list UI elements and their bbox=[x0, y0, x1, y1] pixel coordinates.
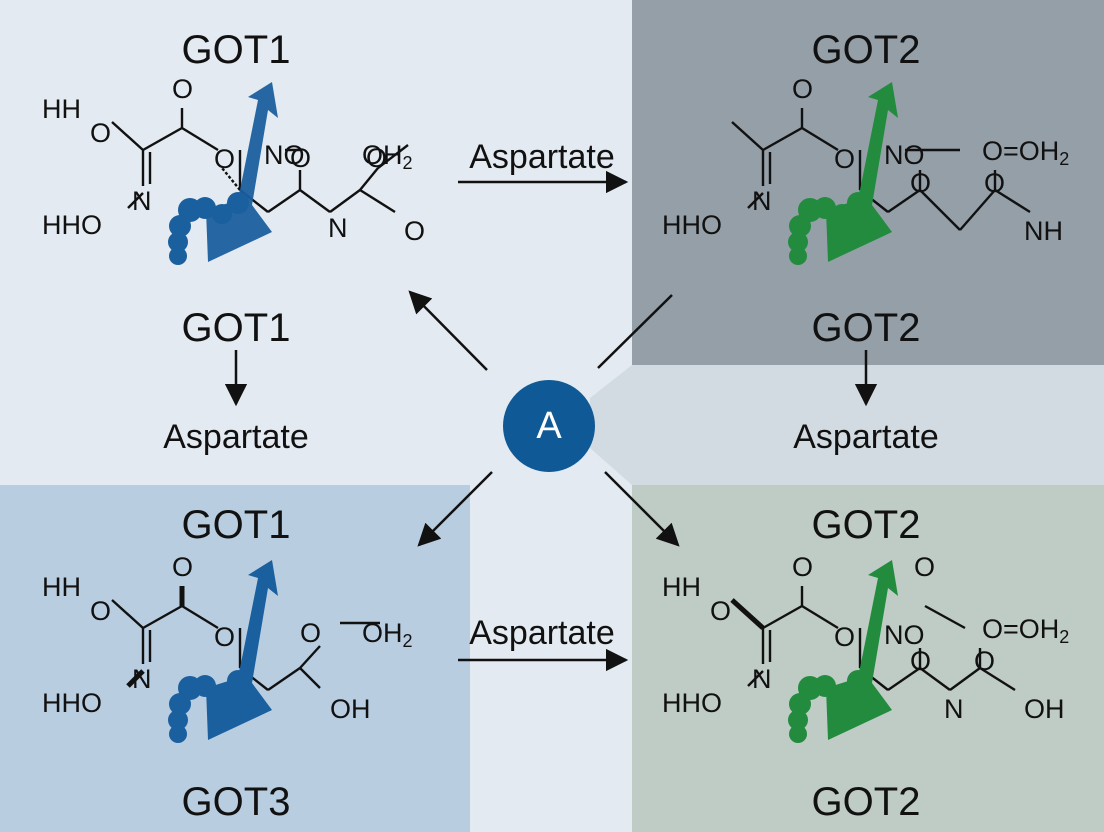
title-bottom-right: GOT2 bbox=[811, 503, 921, 547]
label-top-right: GOT2 bbox=[811, 306, 921, 350]
atom-hh: HH bbox=[42, 94, 81, 124]
atom-n: N bbox=[132, 664, 152, 694]
atom-oh: OH bbox=[1024, 694, 1065, 724]
atom-o: O bbox=[984, 168, 1006, 198]
atom-o: O bbox=[910, 168, 932, 198]
atom-hho: HHO bbox=[662, 688, 722, 718]
molecule-got2-bottom bbox=[730, 586, 1016, 692]
atom-n: N bbox=[328, 213, 348, 243]
molecule-got2-top bbox=[731, 108, 1031, 231]
atom-o-oh2: O=OH2 bbox=[982, 136, 1070, 169]
atom-o: O bbox=[90, 596, 112, 626]
atom-hho: HHO bbox=[662, 210, 722, 240]
line-center-to-top-right bbox=[597, 294, 673, 369]
panel-got1-bottom-bg bbox=[0, 485, 470, 832]
title-top-left: GOT1 bbox=[181, 28, 291, 72]
atom-o: O bbox=[974, 646, 996, 676]
atom-o: O bbox=[792, 74, 814, 104]
atom-o: O bbox=[290, 143, 312, 173]
atom-n: N bbox=[132, 186, 152, 216]
atom-no: NO bbox=[884, 620, 925, 650]
atom-hh: HH bbox=[662, 572, 701, 602]
atom-no: NO bbox=[884, 140, 925, 170]
atom-hh: HH bbox=[42, 572, 81, 602]
atom-o: O bbox=[910, 646, 932, 676]
green-helix-icon bbox=[788, 82, 898, 265]
atom-oh: OH bbox=[330, 694, 371, 724]
title-top-right: GOT2 bbox=[811, 28, 921, 72]
label-top-left: GOT1 bbox=[181, 306, 291, 350]
atom-oh2: OH2 bbox=[362, 140, 413, 173]
atom-o: O bbox=[214, 622, 236, 652]
molecule-got1-top bbox=[111, 108, 409, 214]
atom-hho: HHO bbox=[42, 210, 102, 240]
footer-bottom-right: GOT2 bbox=[811, 780, 921, 824]
atom-o: O bbox=[404, 216, 426, 246]
atom-n: N bbox=[752, 186, 772, 216]
atom-n: N bbox=[752, 664, 772, 694]
atom-o: O bbox=[366, 143, 388, 173]
blue-helix-icon bbox=[168, 560, 278, 743]
atom-hho: HHO bbox=[42, 688, 102, 718]
arrow-center-to-bottom-right bbox=[604, 471, 680, 547]
atom-o: O bbox=[834, 144, 856, 174]
product-top-left: Aspartate bbox=[163, 418, 309, 456]
atom-o: O bbox=[300, 618, 322, 648]
atom-n: N bbox=[944, 694, 964, 724]
atom-o: O bbox=[914, 552, 936, 582]
reaction-label-top: Aspartate bbox=[469, 138, 615, 176]
footer-bottom-left: GOT3 bbox=[181, 780, 291, 824]
arrow-center-to-top-left bbox=[408, 290, 488, 371]
atom-o: O bbox=[90, 118, 112, 148]
atom-o: O bbox=[792, 552, 814, 582]
center-wedge bbox=[590, 365, 1104, 485]
molecule-got1-bottom bbox=[111, 586, 380, 691]
atom-o: O bbox=[172, 552, 194, 582]
atom-nh: NH bbox=[1024, 216, 1063, 246]
product-top-right: Aspartate bbox=[793, 418, 939, 456]
title-bottom-left: GOT1 bbox=[181, 503, 291, 547]
circle-node-icon: A bbox=[503, 380, 595, 472]
atom-no: NO bbox=[264, 140, 305, 170]
atom-oh2: OH2 bbox=[362, 618, 413, 651]
center-label: A bbox=[536, 404, 562, 447]
atom-o: O bbox=[834, 622, 856, 652]
atom-o: O bbox=[214, 144, 236, 174]
green-helix-icon bbox=[788, 560, 898, 743]
atom-o-oh2: O=OH2 bbox=[982, 614, 1070, 647]
atom-o: O bbox=[172, 74, 194, 104]
arrow-center-to-bottom-left bbox=[417, 471, 493, 547]
atom-o: O bbox=[710, 596, 732, 626]
reaction-label-bottom: Aspartate bbox=[469, 614, 615, 652]
blue-helix-icon bbox=[168, 82, 278, 265]
